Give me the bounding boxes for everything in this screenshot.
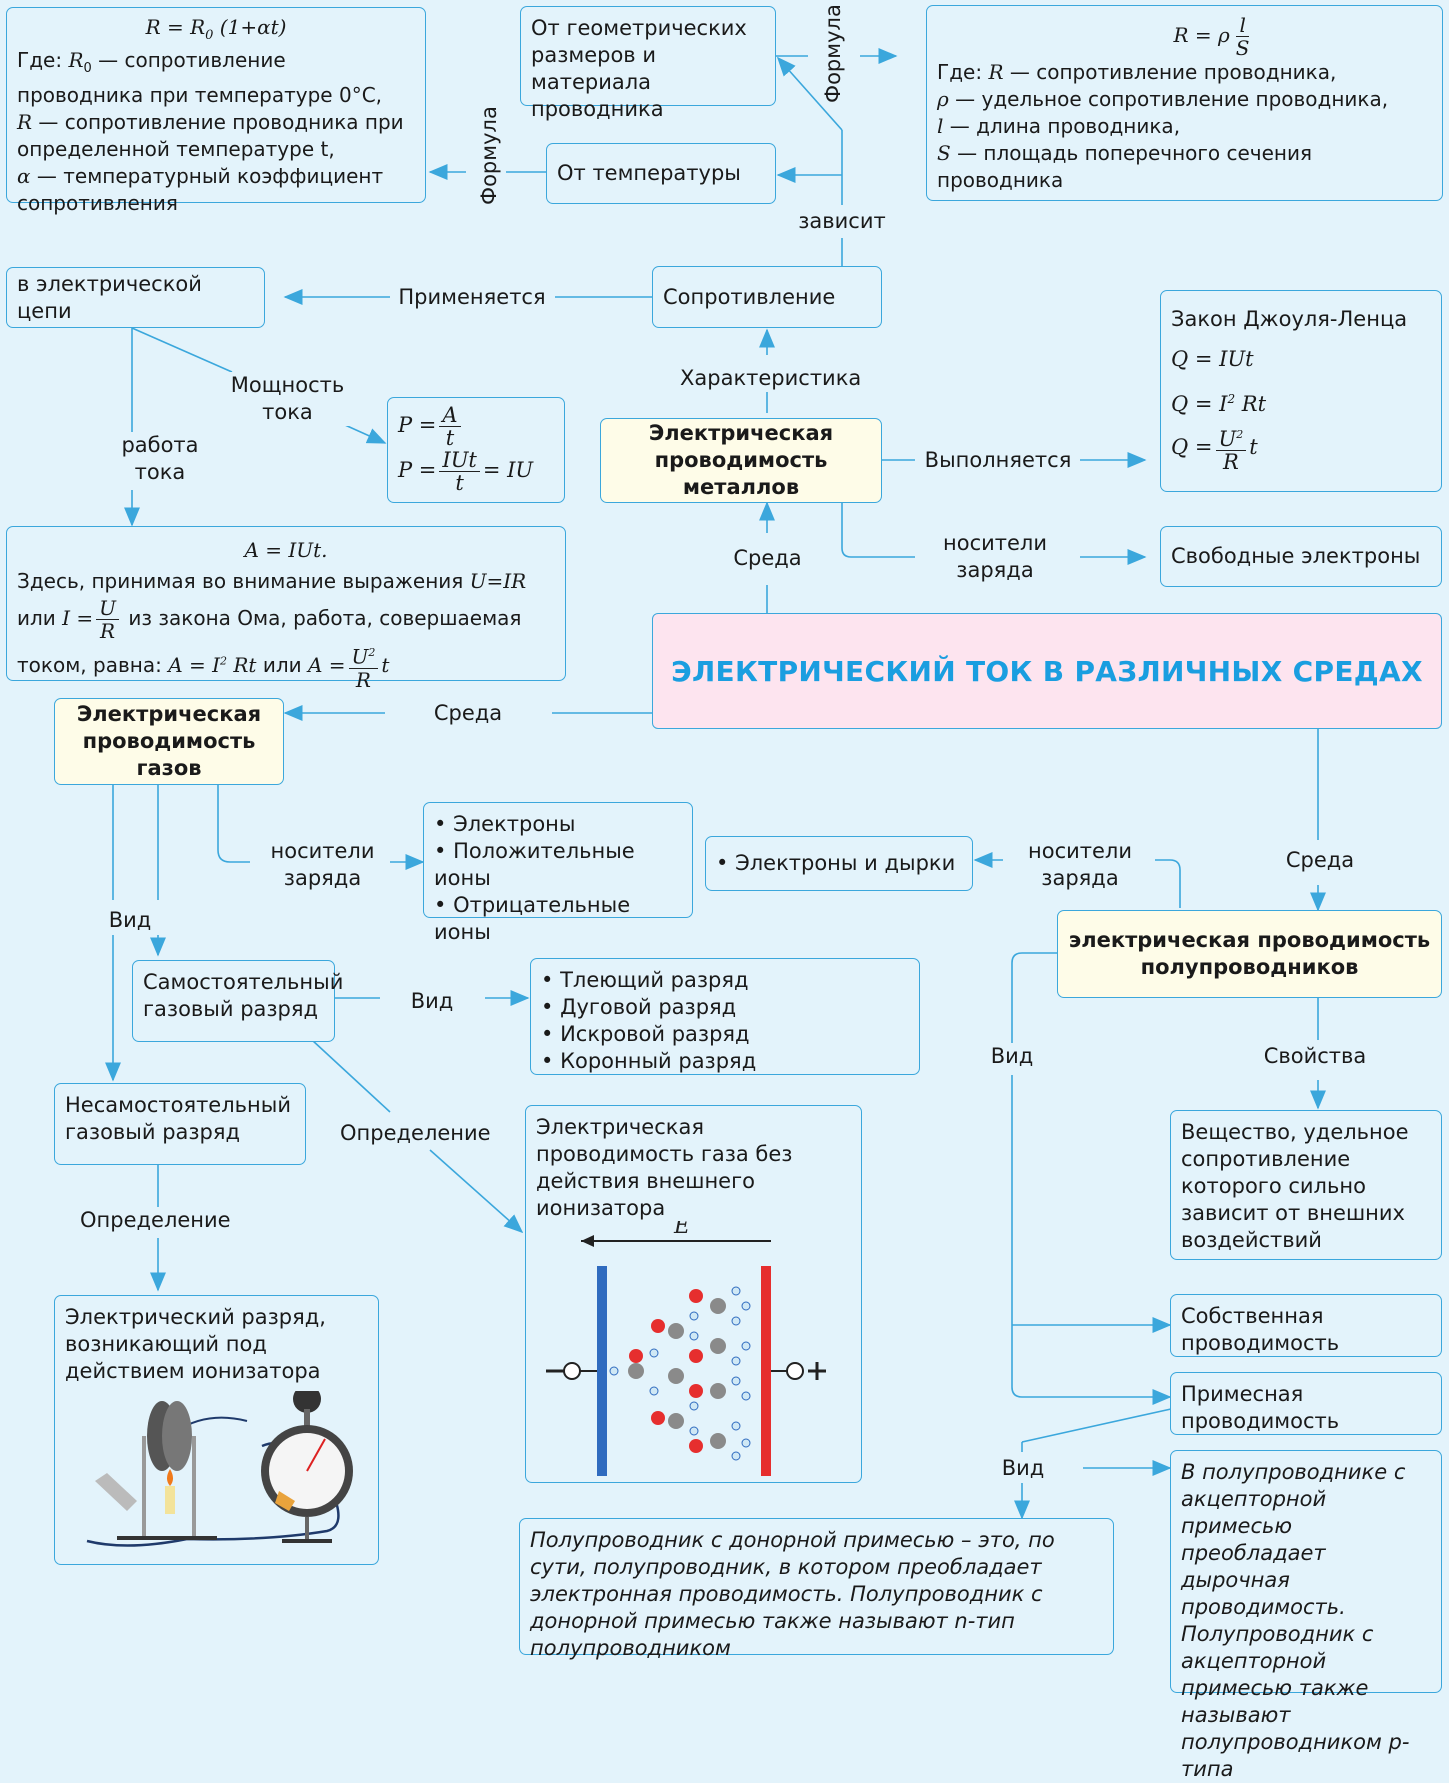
circuit-node: в электрической цепи: [6, 267, 265, 328]
where-label: Где:: [937, 60, 983, 84]
discharge-apparatus-illustration: [86, 1391, 353, 1547]
joule-formula-1: Q = IUt: [1171, 347, 1254, 371]
page-title: ЭЛЕКТРИЧЕСКИЙ ТОК В РАЗЛИЧНЫХ СРЕДАХ: [652, 613, 1442, 729]
temperature-formula-box: R = R0 (1+αt) Где: R0 — сопротивление пр…: [6, 7, 426, 215]
gas-carriers-edge-label: носители заряда: [255, 838, 390, 892]
circuit-label: в электрической цепи: [17, 271, 202, 323]
ionization-illustration: E: [546, 1221, 826, 1476]
joule-box: Закон Джоуля-Ленца Q = IUt Q = I2 Rt Q =…: [1160, 290, 1442, 492]
intrinsic-node: Собственная проводимость: [1170, 1294, 1442, 1357]
nonself-discharge-node: Несамостоятельный газовый разряд: [54, 1083, 306, 1165]
semis-node: электрическая проводимость полупроводник…: [1057, 910, 1442, 998]
semis-property-text: Вещество, удельное сопротивление которог…: [1181, 1120, 1409, 1252]
type-label-2: Вид: [402, 988, 462, 1015]
r0-desc: — сопротивление проводника при температу…: [17, 48, 383, 107]
semis-carriers-box: Электроны и дырки: [705, 836, 973, 891]
alpha-desc: — температурный коэффициент сопротивлени…: [17, 164, 384, 215]
type-label-4: Вид: [993, 1455, 1053, 1482]
where-label: Где:: [17, 48, 63, 72]
discharge-type-item: Искровой разряд: [541, 1021, 909, 1048]
metal-carriers-edge-label: носители заряда: [925, 530, 1065, 584]
work-text-or: или: [17, 606, 56, 630]
self-definition-box: Электрическая проводимость газа без дейс…: [525, 1105, 862, 1483]
l-desc: — длина проводника,: [949, 114, 1181, 138]
metals-node-label: Электрическая проводимость металлов: [648, 421, 834, 499]
work-text-equals: током, равна:: [17, 652, 162, 677]
discharge-type-item: Дуговой разряд: [541, 994, 909, 1021]
type-label-1: Вид: [100, 907, 160, 934]
gas-carrier-item: Положительные ионы: [434, 838, 682, 892]
semis-carriers-edge-label: носители заряда: [1010, 838, 1150, 892]
semis-property-box: Вещество, удельное сопротивление которог…: [1170, 1110, 1442, 1260]
semis-carrier-item: Электроны и дырки: [716, 850, 955, 877]
geometry-node: От геометрических размеров и материала п…: [520, 6, 776, 121]
donor-box: Полупроводник с донорной примесью – это,…: [519, 1518, 1114, 1660]
nonself-definition-text: Электрический разряд, возникающий под де…: [65, 1305, 326, 1383]
temperature-formula: R = R0 (1+αt): [145, 15, 287, 43]
r-temp-desc: — сопротивление проводника при определен…: [17, 110, 404, 161]
acceptor-text: В полупроводнике с акцепторной примесью …: [1181, 1460, 1410, 1781]
power-label: Мощность тока: [225, 372, 350, 426]
applied-label: Применяется: [392, 284, 552, 311]
medium-label-3: Среда: [1275, 847, 1365, 874]
type-label-3: Вид: [982, 1043, 1042, 1070]
self-discharge-node: Самостоятельный газовый разряд: [132, 960, 343, 1042]
geometry-label: От геометрических размеров и материала п…: [531, 16, 747, 121]
svg-text:E: E: [673, 1221, 690, 1239]
work-text-1: Здесь, принимая во внимание выражения: [17, 569, 464, 593]
gas-carrier-item: Отрицательные ионы: [434, 892, 682, 946]
impurity-label: Примесная проводимость: [1181, 1382, 1340, 1433]
definition-label-2: Определение: [80, 1207, 231, 1234]
work-formula-box: A = IUt. Здесь, принимая во внимание выр…: [6, 526, 566, 691]
definition-label-1: Определение: [340, 1120, 491, 1147]
acceptor-box: В полупроводнике с акцепторной примесью …: [1170, 1450, 1442, 1781]
metal-carriers-label: Свободные электроны: [1171, 544, 1421, 568]
resistance-label: Сопротивление: [663, 284, 836, 309]
semis-node-label: электрическая проводимость полупроводник…: [1068, 928, 1431, 979]
gases-node-label: Электрическая проводимость газов: [76, 702, 262, 780]
medium-label-2: Среда: [423, 700, 513, 727]
gas-carriers-box: Электроны Положительные ионы Отрицательн…: [423, 802, 693, 944]
gases-node: Электрическая проводимость газов: [54, 698, 284, 785]
gas-carrier-item: Электроны: [434, 811, 682, 838]
formula-label-2: Формула: [477, 106, 501, 205]
intrinsic-label: Собственная проводимость: [1181, 1304, 1340, 1355]
donor-text: Полупроводник с донорной примесью – это,…: [530, 1528, 1055, 1660]
impurity-node: Примесная проводимость: [1170, 1372, 1442, 1435]
s-desc: — площадь поперечного сечения проводника: [937, 141, 1313, 192]
metal-carriers-box: Свободные электроны: [1160, 526, 1442, 587]
work-formula: A = IUt.: [244, 538, 328, 562]
joule-title: Закон Джоуля-Ленца: [1171, 307, 1408, 331]
discharge-type-item: Коронный разряд: [541, 1048, 909, 1075]
discharge-type-item: Тлеющий разряд: [541, 967, 909, 994]
medium-label-1: Среда: [725, 545, 810, 572]
properties-label: Свойства: [1255, 1043, 1375, 1070]
depends-label: зависит: [792, 208, 892, 235]
work-text-or2: или: [262, 652, 302, 677]
joule-formula-2: Q = I2 Rt: [1171, 392, 1267, 416]
characteristic-label: Характеристика: [680, 365, 862, 392]
work-text-ohm: из закона Ома, работа, совершаемая: [128, 606, 522, 630]
metals-node: Электрическая проводимость металлов: [600, 418, 882, 503]
nonself-discharge-label: Несамостоятельный газовый разряд: [65, 1093, 291, 1144]
self-discharge-label: Самостоятельный газовый разряд: [143, 970, 344, 1021]
temperature-node: От температуры: [546, 143, 776, 204]
temperature-label: От температуры: [557, 161, 741, 185]
resistance-node: Сопротивление: [652, 266, 882, 328]
fulfilled-label: Выполняется: [918, 447, 1078, 474]
formula-label-1: Формула: [821, 4, 845, 103]
discharge-types-box: Тлеющий разряд Дуговой разряд Искровой р…: [530, 958, 920, 1075]
r-desc: — сопротивление проводника,: [1009, 60, 1337, 84]
rho-desc: — удельное сопротивление проводника,: [955, 87, 1389, 111]
self-definition-text: Электрическая проводимость газа без дейс…: [536, 1115, 793, 1220]
nonself-definition-box: Электрический разряд, возникающий под де…: [54, 1295, 379, 1565]
work-label: работа тока: [110, 432, 210, 486]
